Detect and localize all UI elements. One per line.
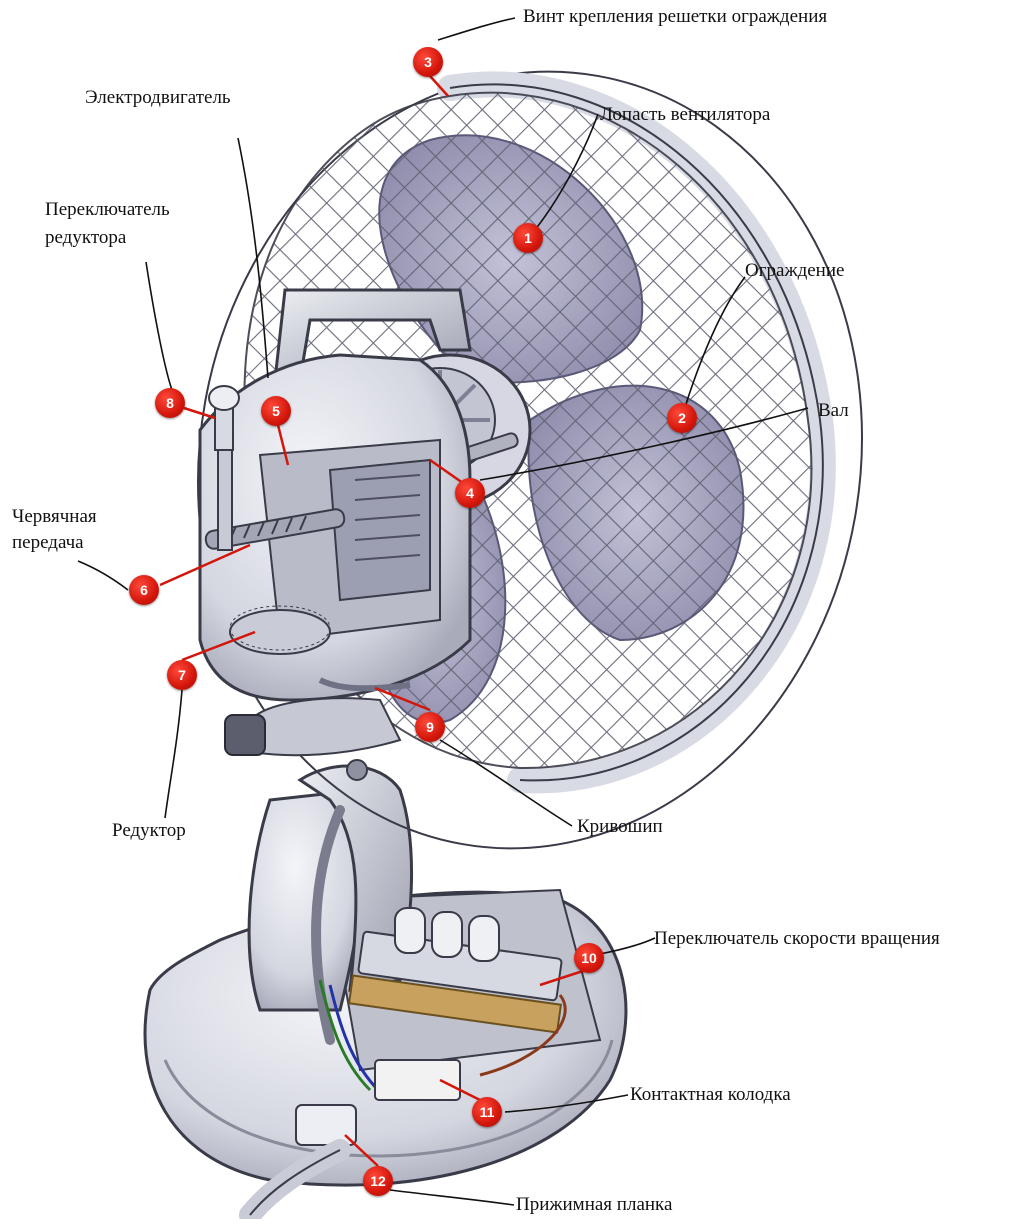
leader-clamp-bar	[390, 1190, 514, 1205]
marker-2: 2	[667, 403, 697, 433]
marker-11: 11	[472, 1097, 502, 1127]
leader-screw	[438, 18, 515, 40]
label-reducer-switch: Переключатель редуктора	[45, 196, 170, 252]
label-blade: Лопасть вентилятора	[600, 104, 770, 126]
marker-12: 12	[363, 1166, 393, 1196]
marker-3: 3	[413, 47, 443, 77]
marker-5: 5	[261, 396, 291, 426]
pointer-8	[184, 408, 215, 418]
label-crank: Кривошип	[577, 816, 663, 838]
label-speed-switch: Переключатель скорости вращения	[654, 928, 940, 950]
leader-worm-gear	[78, 561, 128, 590]
marker-9: 9	[415, 712, 445, 742]
leader-reducer	[165, 690, 182, 818]
label-clamp-bar: Прижимная планка	[516, 1194, 672, 1216]
label-terminal-block: Контактная колодка	[630, 1084, 791, 1106]
marker-8: 8	[155, 388, 185, 418]
label-guard: Ограждение	[745, 260, 844, 282]
label-screw: Винт крепления решетки ограждения	[523, 6, 827, 28]
leader-reducer-switch	[146, 262, 172, 390]
label-motor: Электродвигатель	[85, 87, 231, 109]
label-shaft: Вал	[818, 400, 849, 422]
marker-4: 4	[455, 478, 485, 508]
label-reducer: Редуктор	[112, 820, 186, 842]
marker-10: 10	[574, 943, 604, 973]
marker-7: 7	[167, 660, 197, 690]
marker-6: 6	[129, 575, 159, 605]
marker-1: 1	[513, 223, 543, 253]
label-worm-gear: Червячная передача	[12, 504, 97, 556]
